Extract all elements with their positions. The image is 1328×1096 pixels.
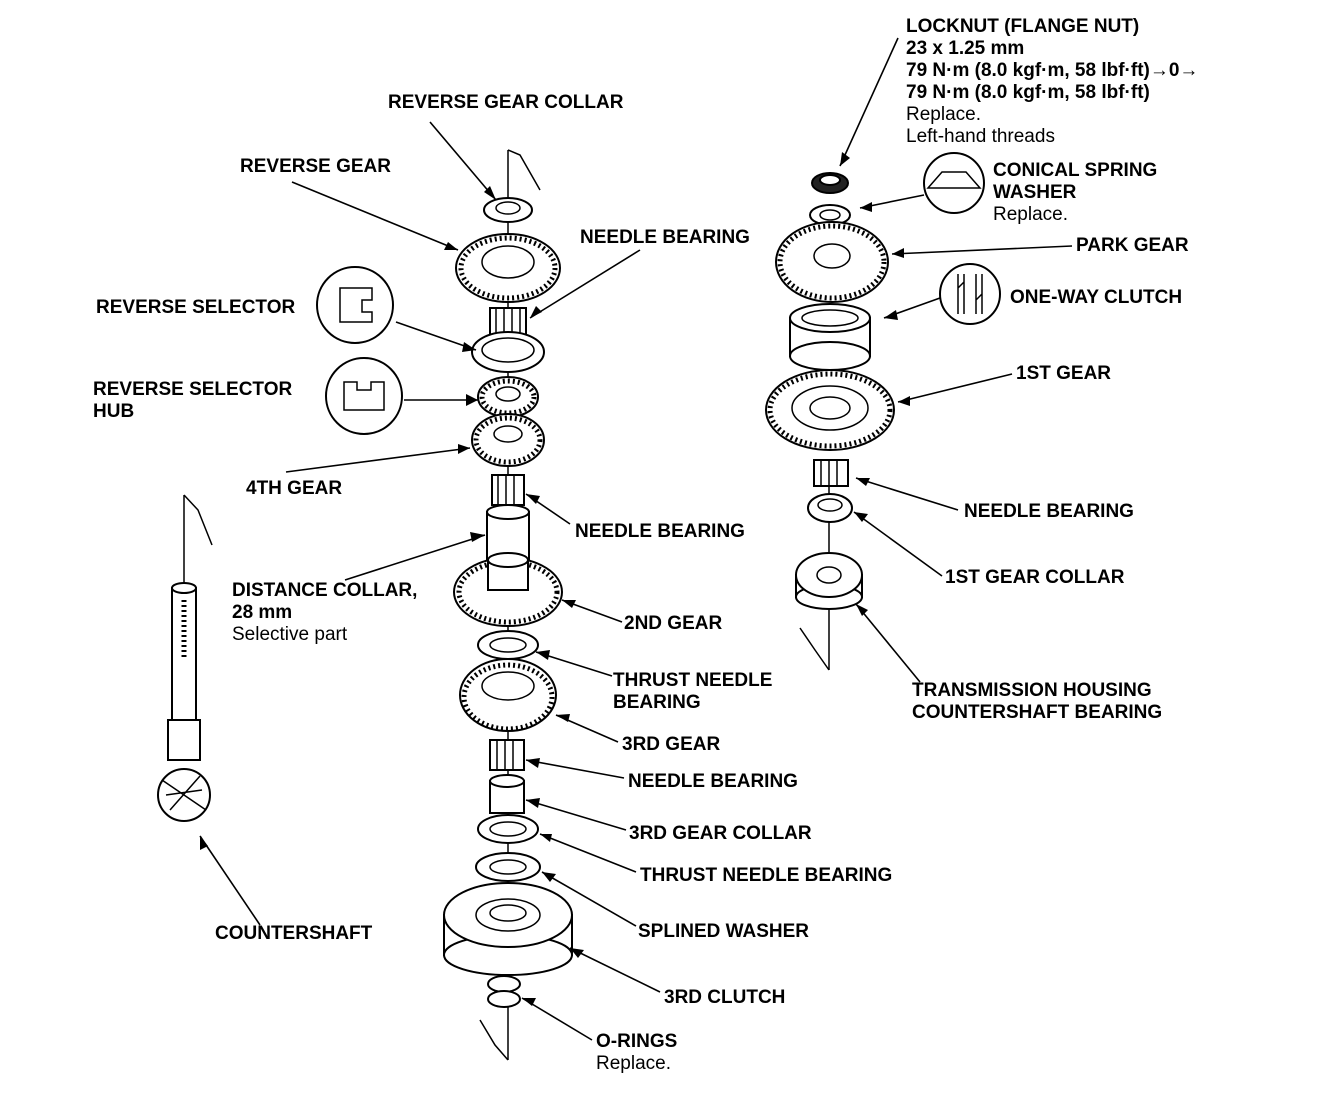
locknut-part bbox=[811, 172, 849, 194]
locknut-note2: Left-hand threads bbox=[906, 126, 1055, 147]
first-gear-label: 1ST GEAR bbox=[1016, 363, 1112, 384]
park-gear-label: PARK GEAR bbox=[1076, 235, 1189, 256]
housing-bearing-label-2: COUNTERSHAFT BEARING bbox=[912, 702, 1163, 723]
distance-collar-note: Selective part bbox=[232, 624, 348, 645]
conical-spring-label-2: WASHER bbox=[993, 182, 1077, 203]
conical-spring-label-1: CONICAL SPRING bbox=[993, 160, 1158, 181]
splined-washer-label: SPLINED WASHER bbox=[638, 921, 810, 942]
arrowheads bbox=[200, 152, 910, 1006]
park-gear-part bbox=[775, 221, 889, 303]
housing-bearing-label-1: TRANSMISSION HOUSING bbox=[912, 680, 1152, 701]
conical-spring-washer-callout bbox=[923, 152, 985, 214]
distance-collar-label-2: 28 mm bbox=[232, 602, 293, 623]
reverse-selector-part bbox=[471, 331, 545, 373]
locknut-torque2-label: 79 N·m (8.0 kgf·m, 58 lbf·ft) bbox=[906, 82, 1150, 103]
thrust-needle-label-2: BEARING bbox=[613, 692, 701, 713]
third-gear-collar-part bbox=[489, 774, 525, 814]
locknut-label: LOCKNUT (FLANGE NUT) bbox=[906, 16, 1140, 37]
needle-bearing-right-label: NEEDLE BEARING bbox=[964, 501, 1134, 522]
conical-spring-note: Replace. bbox=[993, 204, 1068, 225]
third-gear-part bbox=[459, 658, 557, 732]
first-gear-part bbox=[765, 369, 895, 451]
needle-bearing-mid-label: NEEDLE BEARING bbox=[575, 521, 745, 542]
third-gear-collar-label: 3RD GEAR COLLAR bbox=[629, 823, 812, 844]
thrust-needle-bearing-upper-part bbox=[477, 630, 539, 660]
third-clutch-label: 3RD CLUTCH bbox=[664, 987, 786, 1008]
needle-bearing-low-label: NEEDLE BEARING bbox=[628, 771, 798, 792]
needle-bearing-mid-part bbox=[491, 474, 525, 506]
housing-countershaft-bearing-part bbox=[795, 552, 863, 610]
second-gear-part bbox=[453, 552, 563, 627]
reverse-gear-collar-part bbox=[483, 197, 533, 223]
splined-washer-part bbox=[475, 852, 541, 882]
o-rings-note: Replace. bbox=[596, 1053, 671, 1074]
one-way-clutch-callout bbox=[939, 263, 1001, 325]
needle-bearing-right-part bbox=[813, 459, 849, 487]
first-gear-collar-part bbox=[807, 493, 853, 523]
third-clutch-part bbox=[443, 882, 573, 976]
reverse-gear-part bbox=[455, 233, 561, 303]
o-rings-part bbox=[487, 975, 521, 1008]
countershaft-label: COUNTERSHAFT bbox=[215, 923, 373, 944]
first-gear-collar-label: 1ST GEAR COLLAR bbox=[945, 567, 1125, 588]
reverse-selector-hub-label-2: HUB bbox=[93, 401, 135, 422]
one-way-clutch-part bbox=[789, 303, 871, 371]
fourth-gear-label: 4TH GEAR bbox=[246, 478, 343, 499]
reverse-selector-callout bbox=[316, 266, 394, 344]
needle-bearing-low-part bbox=[489, 739, 525, 771]
thrust-needle-bearing-label: THRUST NEEDLE BEARING bbox=[640, 865, 893, 886]
reverse-gear-label: REVERSE GEAR bbox=[240, 156, 391, 177]
locknut-torque1-label: 79 N·m (8.0 kgf·m, 58 lbf·ft)→0→ bbox=[906, 60, 1199, 81]
needle-bearing-top-label: NEEDLE BEARING bbox=[580, 227, 750, 248]
one-way-clutch-label: ONE-WAY CLUTCH bbox=[1010, 287, 1183, 308]
o-rings-label: O-RINGS bbox=[596, 1031, 678, 1052]
reverse-selector-label: REVERSE SELECTOR bbox=[96, 297, 296, 318]
locknut-note1: Replace. bbox=[906, 104, 981, 125]
reverse-gear-collar-label: REVERSE GEAR COLLAR bbox=[388, 92, 624, 113]
reverse-selector-hub-callout bbox=[325, 357, 403, 435]
thrust-needle-bearing-lower-part bbox=[477, 814, 539, 844]
reverse-selector-hub-label-1: REVERSE SELECTOR bbox=[93, 379, 293, 400]
distance-collar-label-1: DISTANCE COLLAR, bbox=[232, 580, 418, 601]
reverse-selector-hub-part bbox=[477, 376, 539, 418]
second-gear-label: 2ND GEAR bbox=[624, 613, 723, 634]
third-gear-label: 3RD GEAR bbox=[622, 734, 721, 755]
countershaft-part bbox=[157, 582, 211, 822]
fourth-gear-part bbox=[471, 413, 545, 467]
locknut-size-label: 23 x 1.25 mm bbox=[906, 38, 1025, 59]
thrust-needle-label-1: THRUST NEEDLE bbox=[613, 670, 773, 691]
distance-collar-part bbox=[486, 504, 530, 561]
